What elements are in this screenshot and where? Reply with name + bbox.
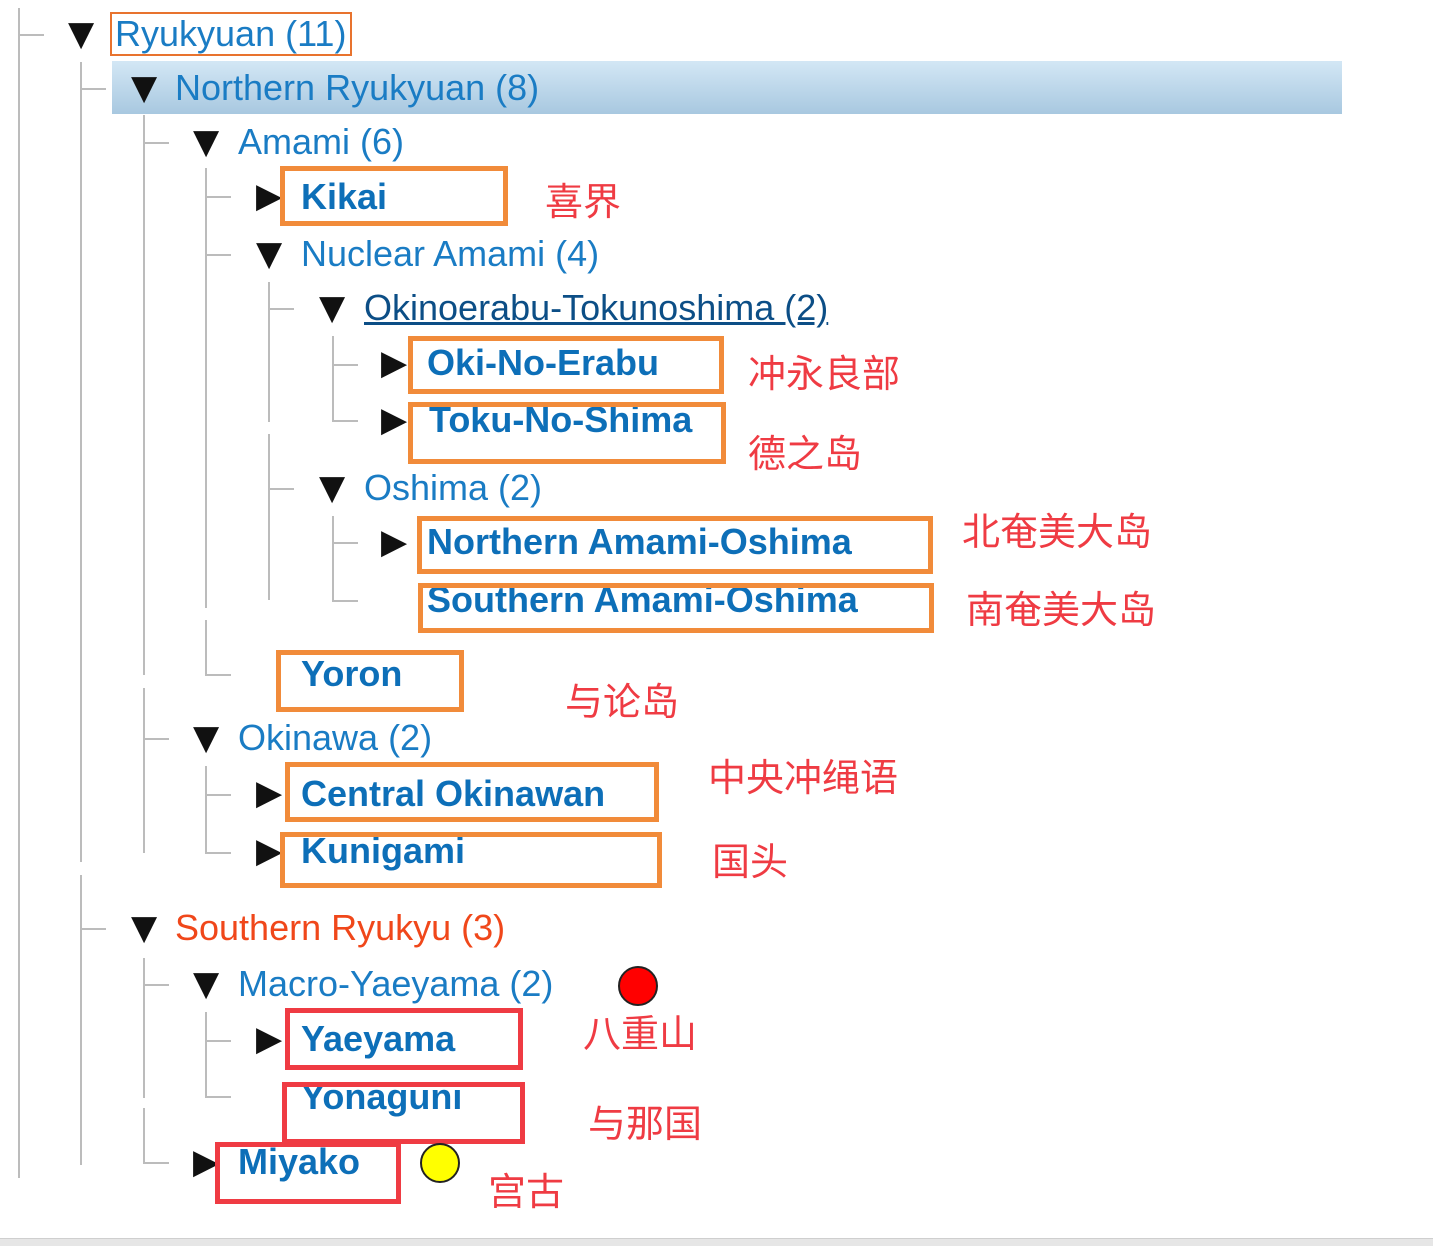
yellow-dot-marker	[420, 1143, 460, 1183]
annotation-yaeyama: 八重山	[583, 1012, 698, 1056]
collapsed-triangle-icon[interactable]: ▶	[256, 831, 283, 871]
expanded-triangle-icon[interactable]: ▼	[319, 288, 346, 328]
tree-node-ryukyuan[interactable]: Ryukyuan (11)	[115, 13, 347, 54]
tree-node-macro-yaeyama[interactable]: Macro-Yaeyama (2)	[238, 963, 554, 1004]
collapsed-triangle-icon[interactable]: ▶	[381, 400, 408, 440]
red-dot-marker	[618, 966, 658, 1006]
collapsed-triangle-icon[interactable]: ▶	[256, 1019, 283, 1059]
tree-leaf-yaeyama[interactable]: Yaeyama	[301, 1018, 456, 1059]
tree-leaf-oki-no-erabu[interactable]: Oki-No-Erabu	[427, 342, 660, 383]
orange-highlight-box	[285, 762, 659, 822]
tree-leaf-miyako[interactable]: Miyako	[238, 1141, 361, 1182]
expanded-triangle-icon[interactable]: ▼	[131, 68, 158, 108]
red-highlight-box	[215, 1142, 401, 1204]
expanded-triangle-icon[interactable]: ▼	[131, 908, 158, 948]
expanded-triangle-icon[interactable]: ▼	[193, 122, 220, 162]
tree-leaf-kunigami[interactable]: Kunigami	[301, 830, 466, 871]
horizontal-scrollbar[interactable]	[0, 1238, 1433, 1246]
tree-node-okinawa[interactable]: Okinawa (2)	[238, 717, 433, 758]
tree-node-okinoerabu-tokunoshima[interactable]: Okinoerabu-Tokunoshima (2)	[364, 287, 829, 328]
tree-node-northern-ryukyuan[interactable]: Northern Ryukyuan (8)	[175, 67, 540, 108]
orange-highlight-box	[418, 583, 934, 633]
annotation-northern-amami-oshima: 北奄美大岛	[962, 510, 1153, 554]
annotation-kikai: 喜界	[545, 180, 622, 224]
collapsed-triangle-icon[interactable]: ▶	[381, 522, 408, 562]
annotation-kunigami: 国头	[712, 840, 789, 884]
tree-leaf-kikai[interactable]: Kikai	[301, 176, 388, 217]
orange-highlight-box	[408, 336, 724, 394]
annotation-toku-no-shima: 德之岛	[748, 432, 863, 476]
annotation-miyako: 宫古	[488, 1170, 565, 1214]
red-highlight-box	[285, 1008, 523, 1070]
annotation-yonaguni: 与那国	[588, 1102, 703, 1146]
orange-highlight-box	[280, 832, 662, 888]
selected-row-highlight	[112, 61, 1342, 114]
tree-node-oshima[interactable]: Oshima (2)	[364, 467, 543, 508]
orange-highlight-box	[280, 166, 508, 226]
collapsed-triangle-icon[interactable]: ▶	[256, 773, 283, 813]
tree-node-southern-ryukyu[interactable]: Southern Ryukyu (3)	[175, 907, 506, 948]
tree-node-nuclear-amami[interactable]: Nuclear Amami (4)	[301, 233, 600, 274]
orange-highlight-box	[276, 650, 464, 712]
expanded-triangle-icon[interactable]: ▼	[319, 468, 346, 508]
orange-highlight-box	[408, 402, 726, 464]
annotation-central-okinawan: 中央冲绳语	[708, 756, 899, 800]
annotation-southern-amami-oshima: 南奄美大岛	[966, 588, 1157, 632]
expanded-triangle-icon[interactable]: ▼	[193, 964, 220, 1004]
expanded-triangle-icon[interactable]: ▼	[68, 14, 95, 54]
tree-leaf-yoron[interactable]: Yoron	[301, 653, 403, 694]
red-highlight-box	[282, 1082, 525, 1144]
tree-leaf-central-okinawan[interactable]: Central Okinawan	[301, 773, 606, 814]
tree-leaf-northern-amami-oshima[interactable]: Northern Amami-Oshima	[427, 521, 852, 562]
expanded-triangle-icon[interactable]: ▼	[256, 234, 283, 274]
expanded-triangle-icon[interactable]: ▼	[193, 718, 220, 758]
collapsed-triangle-icon[interactable]: ▶	[193, 1142, 220, 1182]
annotation-oki-no-erabu: 冲永良部	[748, 352, 901, 396]
orange-highlight-box	[417, 516, 933, 574]
root-focus-outline	[110, 12, 352, 56]
annotation-yoron: 与论岛	[565, 680, 680, 724]
collapsed-triangle-icon[interactable]: ▶	[256, 176, 283, 216]
tree-node-amami[interactable]: Amami (6)	[238, 121, 405, 162]
collapsed-triangle-icon[interactable]: ▶	[381, 343, 408, 383]
